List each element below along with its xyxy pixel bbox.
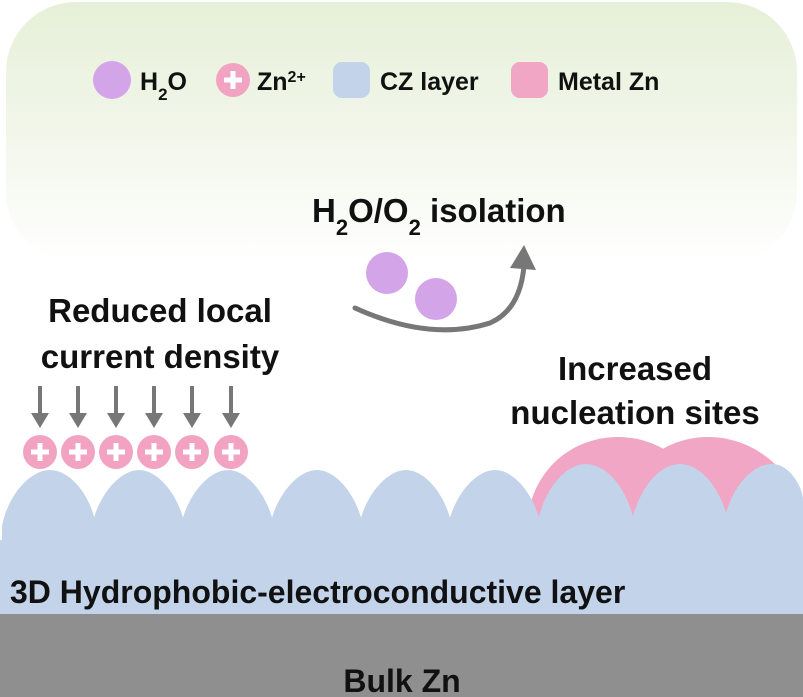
down-arrow-icon xyxy=(145,386,163,428)
isolation-arrow-head xyxy=(510,245,536,270)
legend-zinc-ion-label: Zn2+ xyxy=(257,68,306,96)
cz-dome xyxy=(723,464,803,560)
zinc-ion-row xyxy=(23,435,248,469)
current-arrows xyxy=(31,386,240,428)
down-arrow-icon xyxy=(107,386,125,428)
down-arrow-icon xyxy=(69,386,87,428)
legend-cz-layer-label: CZ layer xyxy=(380,68,479,96)
cz-dome xyxy=(448,470,541,560)
reduced-density-label: Reduced local xyxy=(48,292,272,329)
zinc-ion xyxy=(61,435,95,469)
bulk-zn-label: Bulk Zn xyxy=(343,663,460,697)
hydrophobic-layer-label: 3D Hydrophobic-electroconductive layer xyxy=(10,574,625,610)
zinc-ion xyxy=(99,435,133,469)
cz-dome xyxy=(631,464,729,560)
cz-layer xyxy=(0,464,803,616)
down-arrow-icon xyxy=(222,386,240,428)
cz-dome xyxy=(2,470,96,560)
legend-water-label: H2O xyxy=(140,68,187,104)
down-arrow-icon xyxy=(183,386,201,428)
nucleation-label: nucleation sites xyxy=(510,394,759,431)
cz-dome xyxy=(92,470,185,560)
cz-dome xyxy=(537,464,635,560)
water-molecule xyxy=(366,252,408,294)
nucleation-label: Increased xyxy=(558,350,712,387)
cz-dome xyxy=(359,470,452,560)
legend-metal-zn-label: Metal Zn xyxy=(558,68,659,96)
zinc-ion xyxy=(137,435,171,469)
legend-cz-layer-icon xyxy=(333,62,370,98)
legend-metal-zn-icon xyxy=(511,62,548,98)
isolation-label: H2O/O2 isolation xyxy=(312,192,566,240)
isolation-curved-arrow xyxy=(352,263,527,333)
zinc-ion xyxy=(214,435,248,469)
top-glow-background xyxy=(6,2,797,262)
legend-zinc-ion-icon xyxy=(216,63,250,97)
zinc-ion xyxy=(175,435,209,469)
cz-dome xyxy=(181,470,274,560)
bulk-zn-layer xyxy=(0,614,803,697)
legend-water-icon xyxy=(93,61,131,99)
water-molecule xyxy=(415,278,457,320)
legend: H2O Zn2+ CZ layer Metal Zn xyxy=(93,61,659,104)
reduced-density-label: current density xyxy=(41,338,280,375)
cz-dome xyxy=(270,470,363,560)
zinc-ion xyxy=(23,435,57,469)
down-arrow-icon xyxy=(31,386,49,428)
